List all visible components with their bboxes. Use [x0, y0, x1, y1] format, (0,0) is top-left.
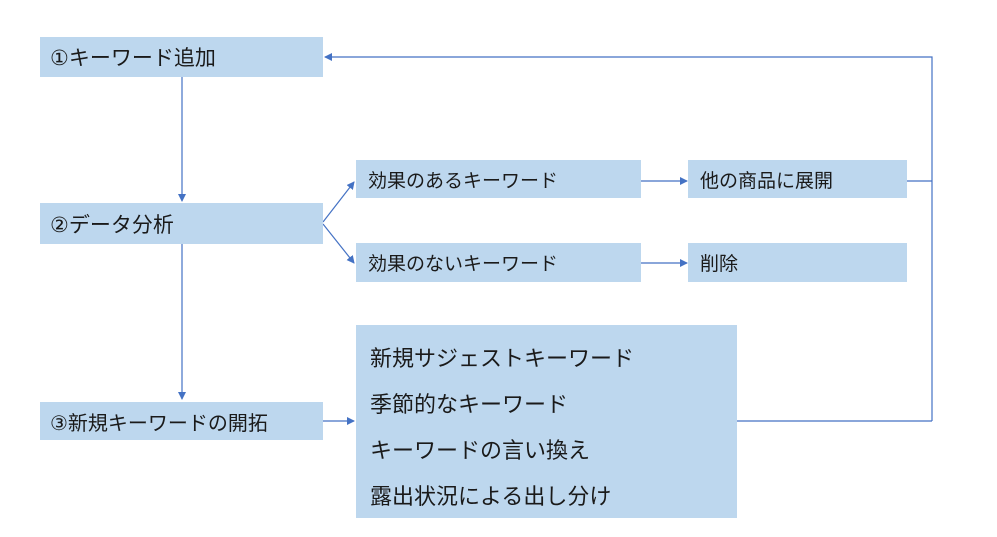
- effective-keywords-label: 効果のあるキーワード: [368, 169, 559, 192]
- method-item: 季節的なキーワード: [370, 393, 569, 418]
- step-new-keyword-exploration: ③新規キーワードの開拓: [40, 402, 323, 440]
- arrow-analyze-to-effective: [322, 181, 355, 223]
- delete-box: 削除: [688, 243, 907, 282]
- new-keyword-methods-box: 新規サジェストキーワード 季節的なキーワード キーワードの言い換え 露出状況によ…: [356, 325, 737, 518]
- step-add-keyword: ①キーワード追加: [40, 37, 323, 77]
- delete-label: 削除: [700, 253, 739, 275]
- method-item: 露出状況による出し分け: [370, 485, 612, 510]
- method-item: 新規サジェストキーワード: [370, 347, 635, 372]
- ineffective-keywords-label: 効果のないキーワード: [368, 253, 559, 275]
- step-data-analysis-label: ②データ分析: [50, 212, 174, 237]
- ineffective-keywords-box: 効果のないキーワード: [356, 243, 641, 282]
- step-new-keyword-exploration-label: ③新規キーワードの開拓: [50, 410, 268, 435]
- effective-keywords-box: 効果のあるキーワード: [356, 160, 641, 198]
- expand-to-other-products-label: 他の商品に展開: [700, 169, 834, 192]
- arrow-analyze-to-ineffective: [322, 223, 355, 264]
- expand-to-other-products-box: 他の商品に展開: [688, 160, 907, 198]
- step-add-keyword-label: ①キーワード追加: [50, 46, 216, 70]
- feedback-arrow-to-add: [324, 53, 933, 421]
- method-item: キーワードの言い換え: [370, 439, 591, 464]
- step-data-analysis: ②データ分析: [40, 203, 323, 244]
